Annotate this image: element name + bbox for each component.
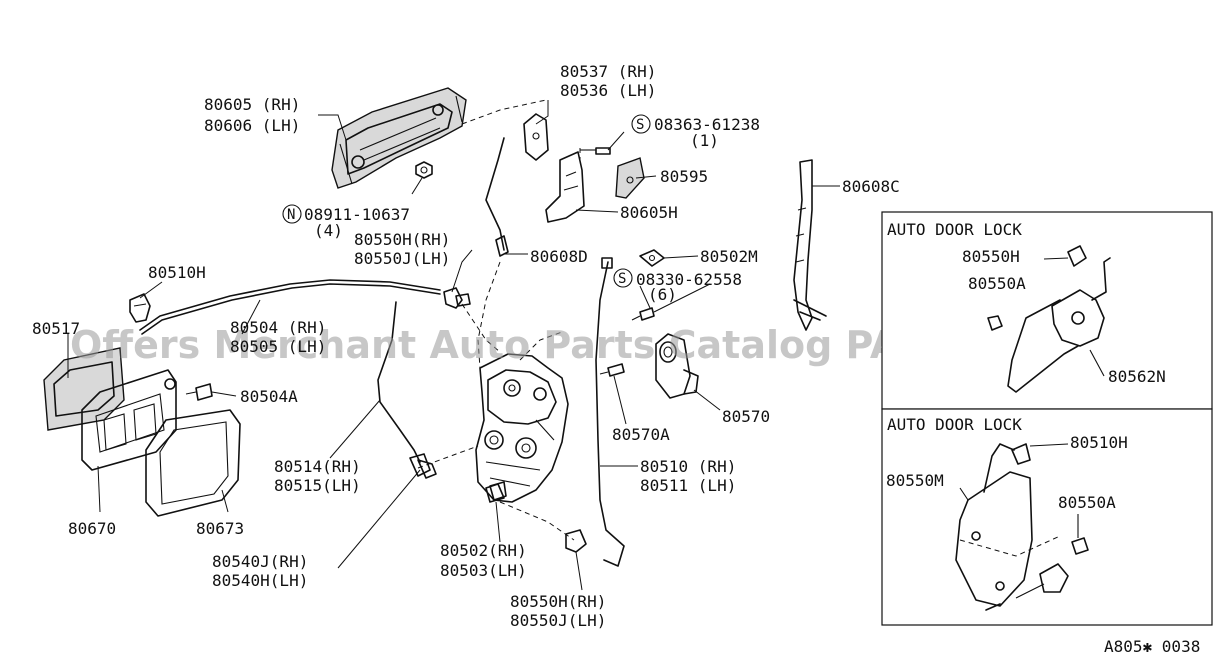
label-nut-code: 08911-10637 bbox=[304, 205, 410, 224]
diagram-id: A805✱ 0038 bbox=[1104, 637, 1200, 656]
svg-text:S: S bbox=[636, 117, 644, 133]
nut-symbol-icon: N bbox=[282, 204, 302, 224]
label-80537-rh: 80537 (RH) bbox=[560, 62, 656, 81]
label-80517: 80517 bbox=[32, 319, 80, 338]
label-80536-lh: 80536 (LH) bbox=[560, 81, 656, 100]
svg-text:N: N bbox=[287, 207, 295, 223]
label-80540h-lh: 80540H(LH) bbox=[212, 571, 308, 590]
clip-80510h-part bbox=[129, 293, 151, 323]
nut-part bbox=[415, 161, 433, 179]
bezel-80673-part bbox=[145, 409, 241, 517]
svg-text:S: S bbox=[618, 271, 626, 287]
label-80504-rh: 80504 (RH) bbox=[230, 318, 326, 337]
label-80605h: 80605H bbox=[620, 203, 678, 222]
screw-symbol-icon: S bbox=[613, 268, 633, 288]
label-80570: 80570 bbox=[722, 407, 770, 426]
label-80550j-lh-lower: 80550J(LH) bbox=[510, 611, 606, 630]
label-80605-rh: 80605 (RH) bbox=[204, 95, 300, 114]
inset-auto-door-lock-top: AUTO DOOR LOCK 80550H 80550A 80562N bbox=[881, 211, 1213, 410]
inset-top-label-80550a: 80550A bbox=[968, 274, 1026, 293]
label-80550h-rh: 80550H(RH) bbox=[354, 230, 450, 249]
inset-bottom-label-80550a: 80550A bbox=[1058, 493, 1116, 512]
label-80550j-lh: 80550J(LH) bbox=[354, 249, 450, 268]
screw-08363-part bbox=[579, 147, 611, 160]
inset-top-label-80562n: 80562N bbox=[1108, 367, 1166, 386]
label-80550h-rh-lower: 80550H(RH) bbox=[510, 592, 606, 611]
label-80502-rh: 80502(RH) bbox=[440, 541, 527, 560]
inset-auto-door-lock-bottom: AUTO DOOR LOCK 80510H 80550M 80550A bbox=[881, 408, 1213, 626]
screw-symbol-icon: S bbox=[631, 114, 651, 134]
label-nut-qty: (4) bbox=[314, 221, 343, 240]
label-80606-lh: 80606 (LH) bbox=[204, 116, 300, 135]
door-lock-assembly-part bbox=[475, 353, 569, 503]
label-80670: 80670 bbox=[68, 519, 116, 538]
part-labels: 80605 (RH) 80606 (LH) 80537 (RH) 80536 (… bbox=[32, 62, 900, 630]
inset-bottom-label-80550m: 80550M bbox=[886, 471, 944, 490]
clip-80502m-part bbox=[639, 249, 665, 267]
label-80595: 80595 bbox=[660, 167, 708, 186]
bracket-80605h-part bbox=[545, 151, 585, 223]
label-screw2-code: 08330-62558 bbox=[636, 270, 742, 289]
label-80510h: 80510H bbox=[148, 263, 206, 282]
label-80608c: 80608C bbox=[842, 177, 900, 196]
bracket-80537-part bbox=[523, 113, 549, 161]
label-80510-rh: 80510 (RH) bbox=[640, 457, 736, 476]
inset-top-title: AUTO DOOR LOCK bbox=[887, 220, 1022, 239]
leader-lines bbox=[67, 100, 840, 591]
label-screw2-qty: (6) bbox=[648, 285, 677, 304]
label-80608d: 80608D bbox=[530, 247, 588, 266]
clip-80595-part bbox=[615, 157, 645, 199]
outside-handle-part bbox=[331, 87, 467, 189]
inset-top-label-80550h: 80550H bbox=[962, 247, 1020, 266]
label-80673: 80673 bbox=[196, 519, 244, 538]
label-80540j-rh: 80540J(RH) bbox=[212, 552, 308, 571]
label-80505-lh: 80505 (LH) bbox=[230, 337, 326, 356]
inset-bottom-title: AUTO DOOR LOCK bbox=[887, 415, 1022, 434]
lock-cylinder-80570-part bbox=[655, 333, 699, 399]
label-80514-rh: 80514(RH) bbox=[274, 457, 361, 476]
rod-80608c-part bbox=[793, 159, 827, 331]
label-80503-lh: 80503(LH) bbox=[440, 561, 527, 580]
label-80511-lh: 80511 (LH) bbox=[640, 476, 736, 495]
label-screw1-code: 08363-61238 bbox=[654, 115, 760, 134]
label-80504a: 80504A bbox=[240, 387, 298, 406]
label-80502m: 80502M bbox=[700, 247, 758, 266]
label-80570a: 80570A bbox=[612, 425, 670, 444]
label-screw1-qty: (1) bbox=[690, 131, 719, 150]
label-80515-lh: 80515(LH) bbox=[274, 476, 361, 495]
inset-bottom-label-80510h: 80510H bbox=[1070, 433, 1128, 452]
screw-08330-part bbox=[631, 307, 655, 321]
inside-handle-80517-part bbox=[43, 347, 125, 431]
